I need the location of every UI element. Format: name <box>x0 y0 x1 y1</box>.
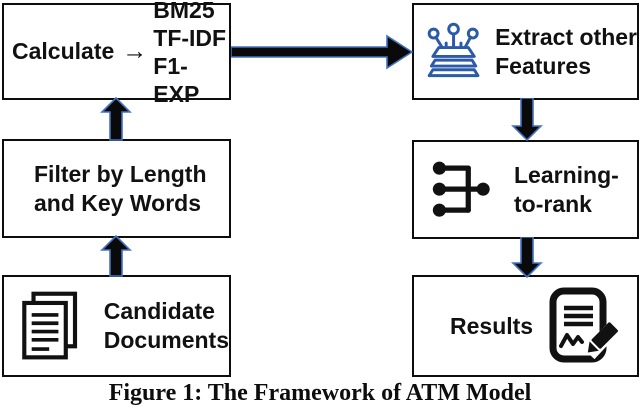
candidate-label-line1: Candidate <box>103 298 215 325</box>
filter-label: Filter by Length and Key Words <box>34 160 207 217</box>
method-list: BM25 TF-IDF F1-EXP <box>153 0 229 108</box>
learning-label-line2: to-rank <box>514 190 592 217</box>
method-bm25: BM25 <box>153 0 215 23</box>
candidate-label-line2: Documents <box>103 327 229 353</box>
learning-to-rank-icon <box>432 161 490 217</box>
node-results: Results <box>412 275 639 377</box>
node-candidate-documents: Candidate Documents <box>2 275 231 377</box>
method-f1exp: F1-EXP <box>153 52 200 107</box>
extract-label: Extract other Features <box>495 23 637 80</box>
calculate-label: Calculate <box>12 38 115 65</box>
filter-label-line2: and Key Words <box>34 189 201 216</box>
results-label: Results <box>450 312 534 339</box>
learning-label: Learning- to-rank <box>514 161 619 218</box>
right-arrow-glyph: → <box>122 37 148 65</box>
results-signed-document-icon <box>549 287 623 363</box>
arrow-candidate-to-filter <box>100 235 132 277</box>
candidate-documents-icon <box>22 291 78 360</box>
node-filter: Filter by Length and Key Words <box>2 139 231 238</box>
arrow-calculate-to-extract <box>231 34 413 70</box>
figure-caption: Figure 1: The Framework of ATM Model <box>108 380 532 406</box>
arrow-learning-to-results <box>511 237 543 279</box>
learning-label-line1: Learning- <box>514 161 619 188</box>
node-calculate: Calculate → BM25 TF-IDF F1-EXP <box>2 0 231 107</box>
node-extract-features: Extract other Features <box>412 3 639 100</box>
extract-label-line2: Features <box>495 52 591 79</box>
extract-label-line1: Extract other <box>495 23 637 50</box>
candidate-label: Candidate Documents <box>104 297 229 354</box>
node-learning-to-rank: Learning- to-rank <box>412 140 639 239</box>
method-tfidf: TF-IDF <box>153 24 227 51</box>
feature-extraction-icon <box>427 22 480 77</box>
arrow-filter-to-calculate <box>100 97 132 141</box>
filter-label-line1: Filter by Length <box>34 160 207 187</box>
arrow-extract-to-learning <box>511 98 543 142</box>
